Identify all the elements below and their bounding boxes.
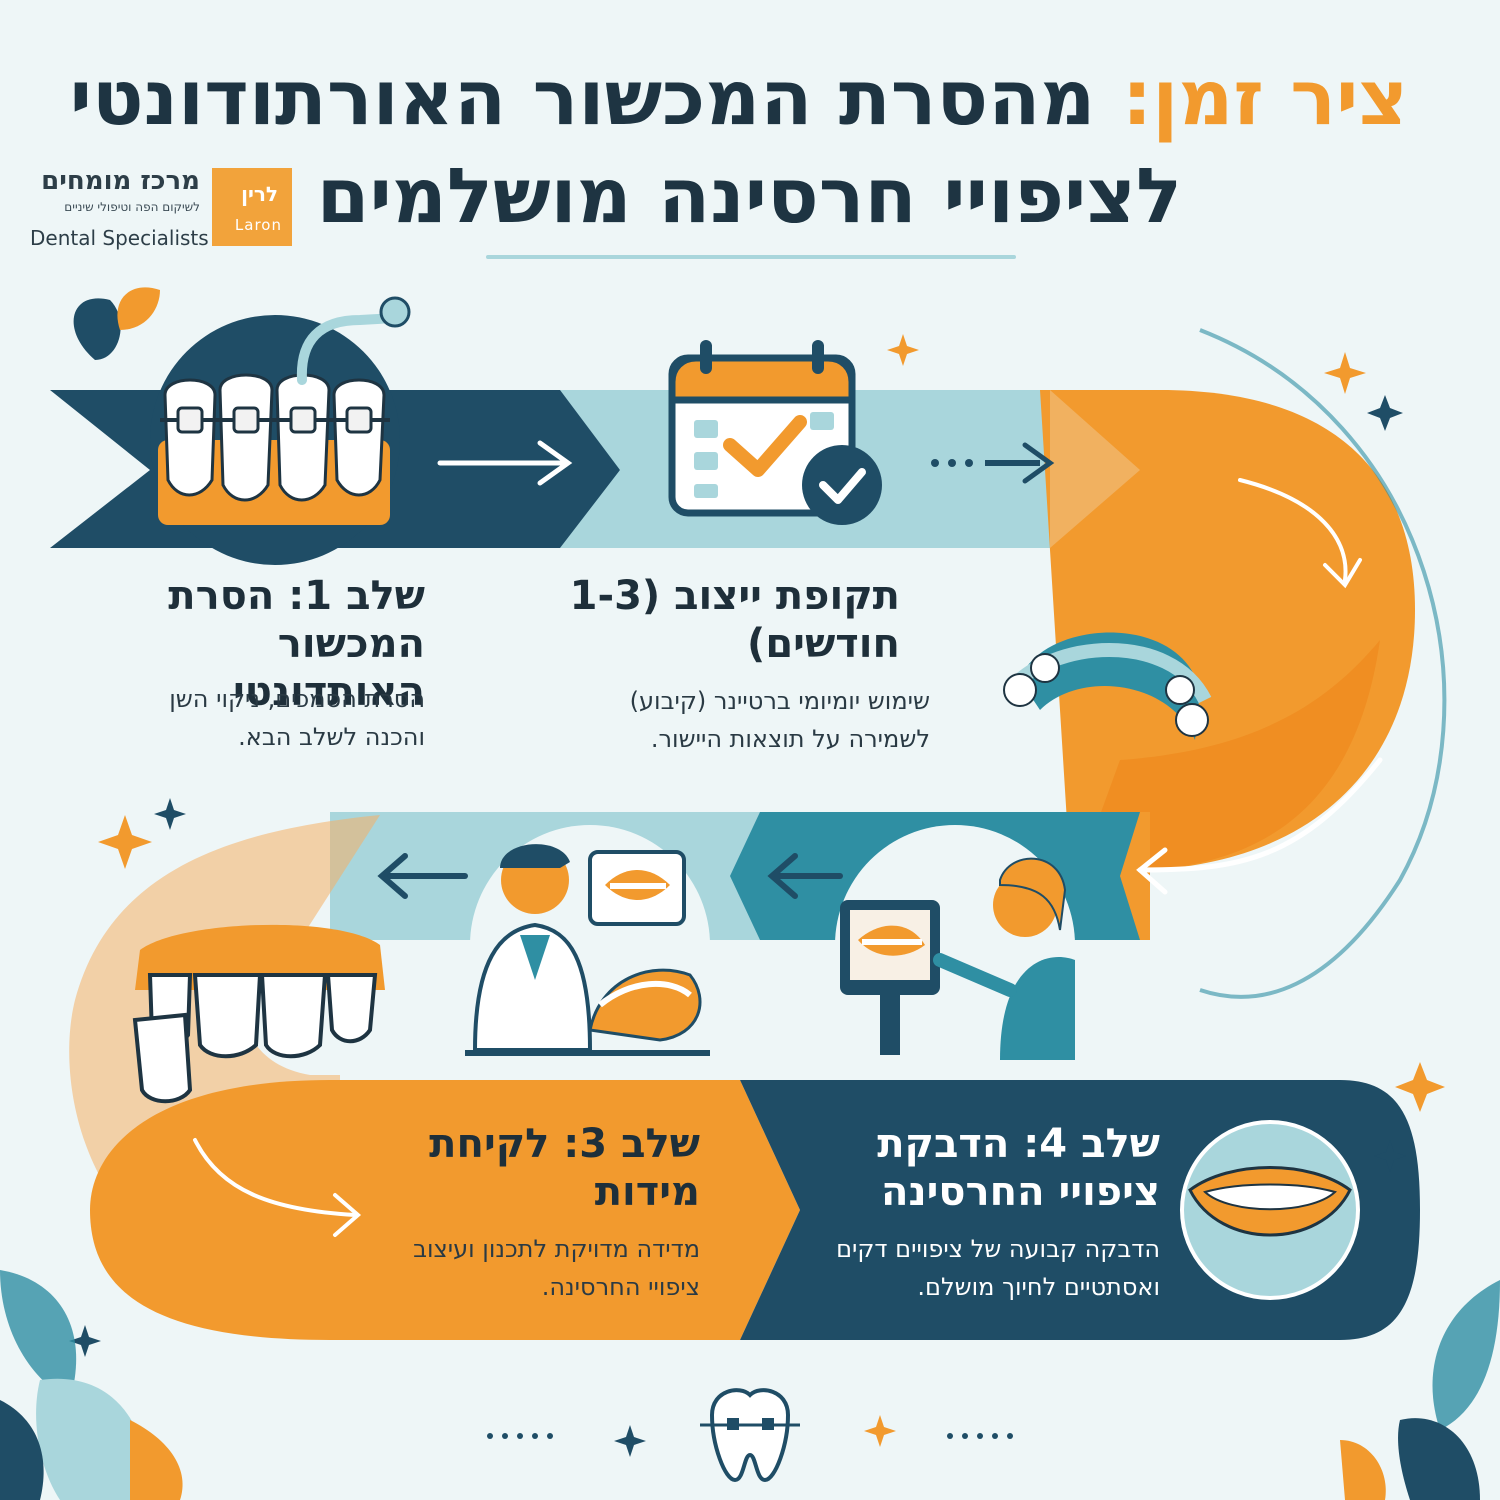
leaf-decoration — [0, 1270, 1500, 1500]
step-3-description: מדידה מדויקת לתכנון ועיצוב ציפויי החרסינ… — [413, 1235, 700, 1302]
logo-mark: לרין Laron — [212, 168, 292, 246]
logo-name-he: לרין — [241, 182, 278, 206]
stabilization-description: שימוש יומיומי ברטיינר (קיבוע) לשמירה על … — [629, 687, 930, 754]
smile-icon — [1180, 1120, 1360, 1300]
dotted-arrow-right-icon — [931, 442, 1055, 484]
dentist-impression-icon — [465, 825, 710, 1065]
step-4-description: הדבקה קבועה של ציפויים דקים ואסתטיים לחי… — [836, 1235, 1160, 1302]
step-1-description: הסרת הסמכים, ניקוי השן והכנה לשלב הבא. — [169, 685, 425, 752]
arrow-left-icon — [377, 853, 843, 899]
stabilization-heading: תקופת ייצוב (1-3 חודשים) — [569, 573, 900, 667]
dentist-scanner-icon — [835, 825, 1075, 1065]
sparkle-icon — [69, 395, 1406, 1457]
logo-name-en: Laron — [234, 216, 282, 234]
page-title-line-2: לציפויי חרסינה מושלמים — [316, 151, 1182, 240]
arrow-left-icon — [1136, 757, 1383, 895]
veneer-teeth-icon — [132, 924, 385, 1104]
step-3-heading: שלב 3: לקיחת מידות — [429, 1121, 700, 1215]
step-1-heading: שלב 1: הסרת המכשור האותדונטי — [168, 573, 425, 715]
arrow-right-icon — [437, 440, 573, 486]
step-4-heading: שלב 4: הדבקת ציפויי החרסינה — [877, 1121, 1160, 1215]
curved-arrow-down-icon — [1238, 478, 1362, 589]
logo-subtitle: לשיקום הפה וטיפולי שיניים — [64, 200, 200, 214]
title-main: מהסרת המכשור האורתודונטי — [69, 53, 1096, 142]
page-title-line-1: ציר זמן: מהסרת המכשור האורתודונטי — [70, 60, 1408, 136]
title-divider — [486, 255, 1016, 259]
dotted-divider — [487, 1433, 1013, 1439]
clinic-logo: לרין Laron מרכז מומחים לשיקום הפה וטיפול… — [30, 160, 292, 252]
curved-arrow-right-icon — [193, 1138, 362, 1237]
decorative-swoosh — [1199, 328, 1447, 999]
logo-tagline: Dental Specialists — [30, 226, 209, 250]
title-highlight: ציר זמן: — [1121, 53, 1408, 142]
retainer-icon — [1003, 632, 1212, 740]
teeth-with-braces-icon — [73, 287, 411, 565]
tooth-with-braces-logo-icon — [700, 1388, 800, 1483]
calendar-check-icon — [668, 340, 882, 525]
sparkle-icon — [98, 334, 1445, 1447]
logo-title: מרכז מומחים — [41, 166, 200, 196]
